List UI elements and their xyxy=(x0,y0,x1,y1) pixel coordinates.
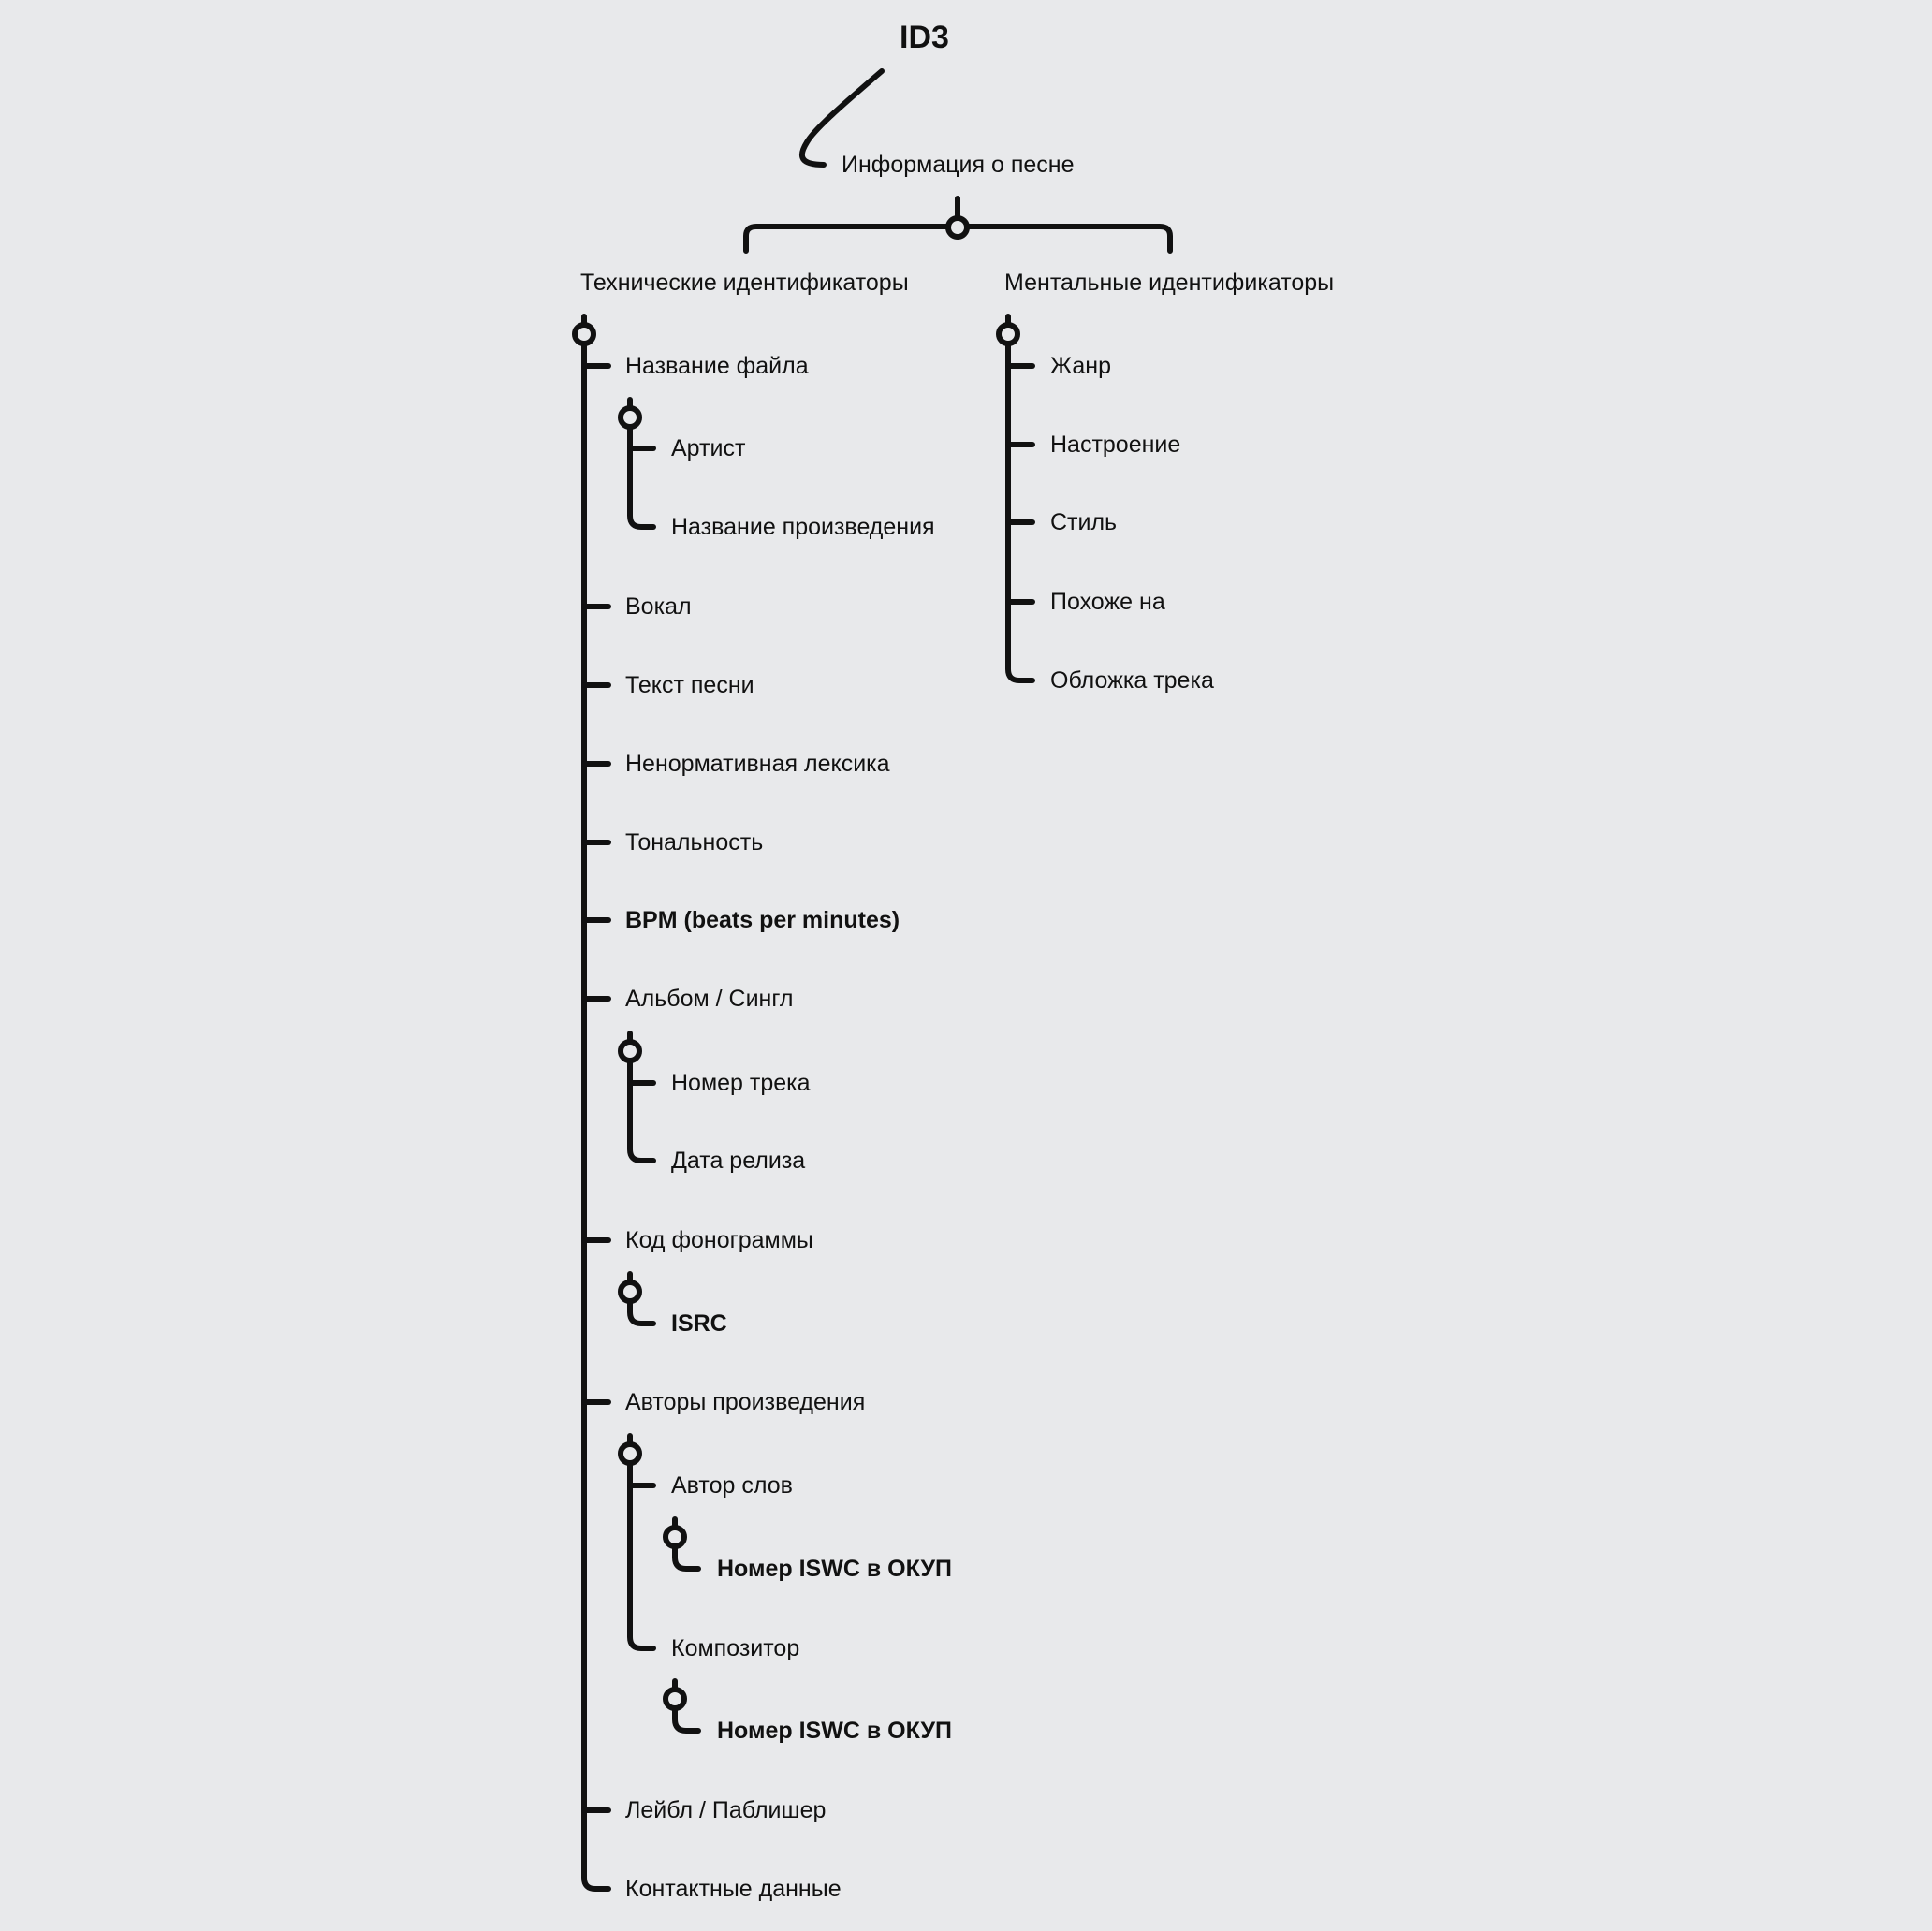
mental-heading: Ментальные идентификаторы xyxy=(1004,270,1335,296)
item-similar-to: Похоже на xyxy=(1050,589,1165,615)
technical-ticks xyxy=(581,363,611,1813)
item-contacts: Контактные данные xyxy=(625,1876,842,1902)
item-vocal: Вокал xyxy=(625,593,692,620)
item-album-single: Альбом / Сингл xyxy=(625,986,794,1012)
root-label: Информация о песне xyxy=(842,152,1075,178)
mental-ticks xyxy=(1005,363,1035,605)
technical-node xyxy=(572,322,596,346)
mental-trunk xyxy=(1005,341,1035,683)
item-composer: Композитор xyxy=(671,1635,800,1661)
mental-node xyxy=(996,322,1020,346)
item-work-authors: Авторы произведения xyxy=(625,1389,866,1415)
technical-heading: Технические идентификаторы xyxy=(580,270,909,296)
title-connector xyxy=(798,68,885,168)
item-label-publisher: Лейбл / Паблишер xyxy=(625,1797,827,1823)
item-work-title: Название произведения xyxy=(671,514,935,540)
top-bracket-node xyxy=(945,215,970,240)
technical-trunk xyxy=(581,341,611,1892)
item-phonogram-code: Код фонограммы xyxy=(625,1227,813,1253)
item-explicit: Ненормативная лексика xyxy=(625,751,890,777)
item-lyrics: Текст песни xyxy=(625,672,754,698)
item-style: Стиль xyxy=(1050,509,1118,535)
item-file-name: Название файла xyxy=(625,353,809,379)
item-lyricist: Автор слов xyxy=(671,1472,793,1499)
item-cover-art: Обложка трека xyxy=(1050,667,1214,694)
item-isrc: ISRC xyxy=(671,1310,727,1337)
item-composer-iswc: Номер ISWC в ОКУП xyxy=(717,1718,952,1744)
item-lyricist-iswc: Номер ISWC в ОКУП xyxy=(717,1556,952,1582)
diagram-title: ID3 xyxy=(900,20,949,55)
item-key: Тональность xyxy=(625,829,764,856)
item-artist: Артист xyxy=(671,435,746,461)
item-genre: Жанр xyxy=(1050,353,1111,379)
item-track-number: Номер трека xyxy=(671,1070,811,1096)
item-bpm: BPM (beats per minutes) xyxy=(625,907,900,933)
item-mood: Настроение xyxy=(1050,432,1181,458)
item-release-date: Дата релиза xyxy=(671,1148,806,1174)
